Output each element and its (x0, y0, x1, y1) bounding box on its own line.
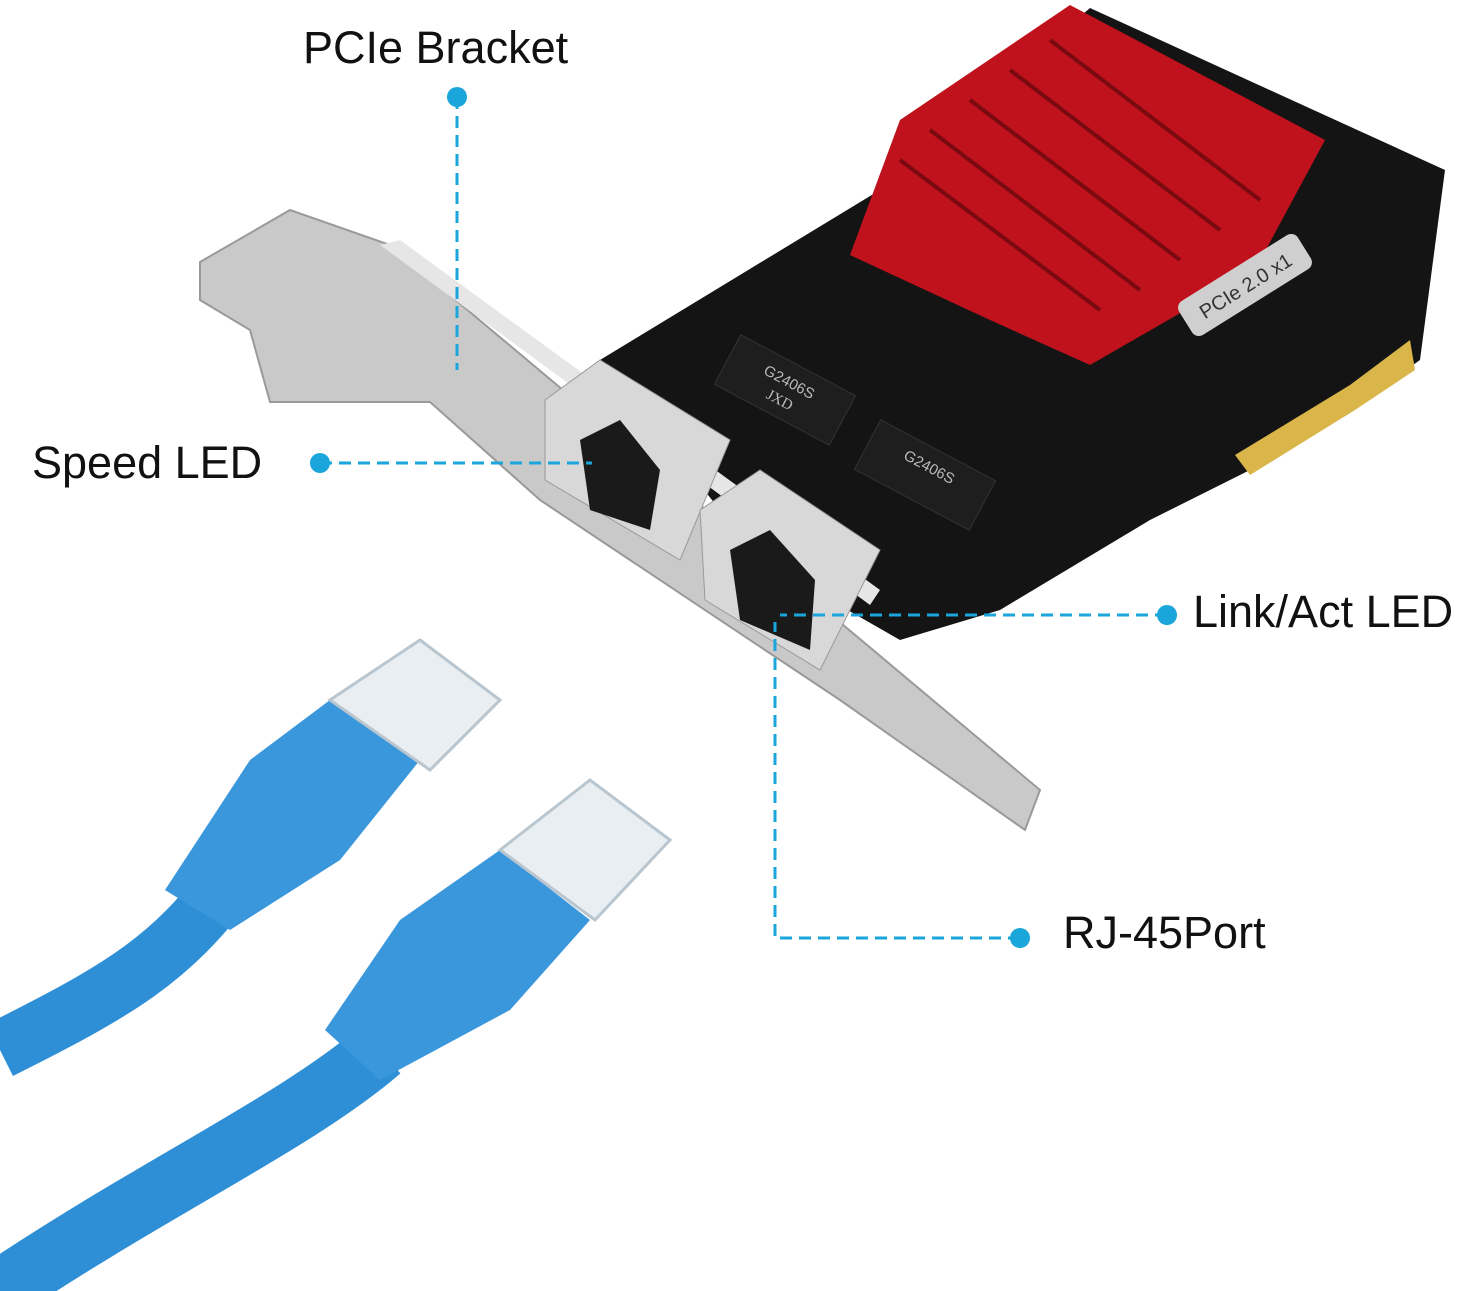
heatsink-fins (898, 38, 1262, 312)
ethernet-cable-1 (0, 638, 503, 1076)
pcie-bracket-label: PCIe Bracket (303, 22, 569, 73)
bracket-dot (447, 87, 467, 107)
rj45-port-1 (544, 359, 731, 561)
ethernet-cable-2 (0, 778, 673, 1291)
transformer-2: G2406S (853, 419, 997, 531)
callout-lines (320, 97, 1167, 940)
link-act-led-label: Link/Act LED (1193, 586, 1454, 637)
transformer-1: G2406S JXD (713, 334, 857, 446)
link-act-dot (1157, 605, 1177, 625)
rj45-leader-line (773, 622, 1020, 940)
rj45-port-2 (699, 469, 881, 671)
callout-dots (310, 87, 1177, 948)
heatsink (850, 5, 1325, 365)
speed-led-dot (310, 453, 330, 473)
gold-fingers (1235, 340, 1415, 475)
rj45-port-label: RJ-45Port (1063, 907, 1266, 958)
speed-led-label: Speed LED (32, 437, 263, 488)
rj45-dot (1010, 928, 1030, 948)
